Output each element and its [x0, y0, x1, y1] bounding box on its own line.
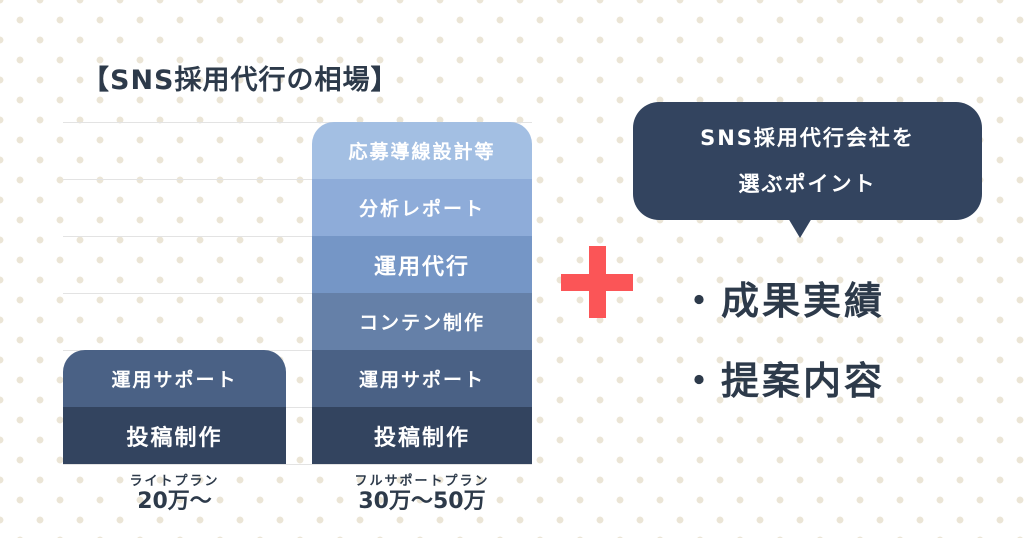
bar-segment: 分析レポート	[312, 179, 532, 236]
gridline	[63, 350, 532, 351]
bar-segment: コンテン制作	[312, 293, 532, 350]
full-plan-label: フルサポートプラン 30万〜50万	[312, 470, 532, 515]
plan-price: 20万〜	[137, 489, 212, 514]
gridline	[63, 293, 532, 294]
bar-segment: 投稿制作	[63, 407, 286, 464]
bar-segment: 運用代行	[312, 236, 532, 293]
bar-segment: 運用サポート	[63, 350, 286, 407]
gridline	[63, 236, 532, 237]
point-item: ・成果実績	[680, 279, 886, 323]
bar-segment: 投稿制作	[312, 407, 532, 464]
bar-segment: 運用サポート	[312, 350, 532, 407]
page-title: 【SNS採用代行の相場】	[82, 65, 399, 96]
bar-segment: 応募導線設計等	[312, 122, 532, 179]
point-item: ・提案内容	[680, 359, 886, 403]
gridline	[63, 464, 532, 465]
gridline	[63, 407, 532, 408]
plan-price: 30万〜50万	[358, 489, 486, 514]
light-plan-label: ライトプラン 20万〜	[63, 470, 286, 515]
bubble-line: 選ぶポイント	[738, 172, 877, 196]
gridline	[63, 179, 532, 180]
bubble-tail	[788, 218, 812, 238]
plan-name: フルサポートプラン	[354, 474, 490, 489]
light-plan-bar: 運用サポート 投稿制作	[63, 350, 286, 464]
gridline	[63, 122, 532, 123]
bubble-line: SNS採用代行会社を	[700, 126, 915, 150]
full-plan-bar: 応募導線設計等 分析レポート 運用代行 コンテン制作 運用サポート 投稿制作	[312, 122, 532, 464]
speech-bubble: SNS採用代行会社を 選ぶポイント	[633, 102, 982, 220]
plus-icon	[561, 274, 633, 291]
plan-name: ライトプラン	[129, 474, 220, 489]
